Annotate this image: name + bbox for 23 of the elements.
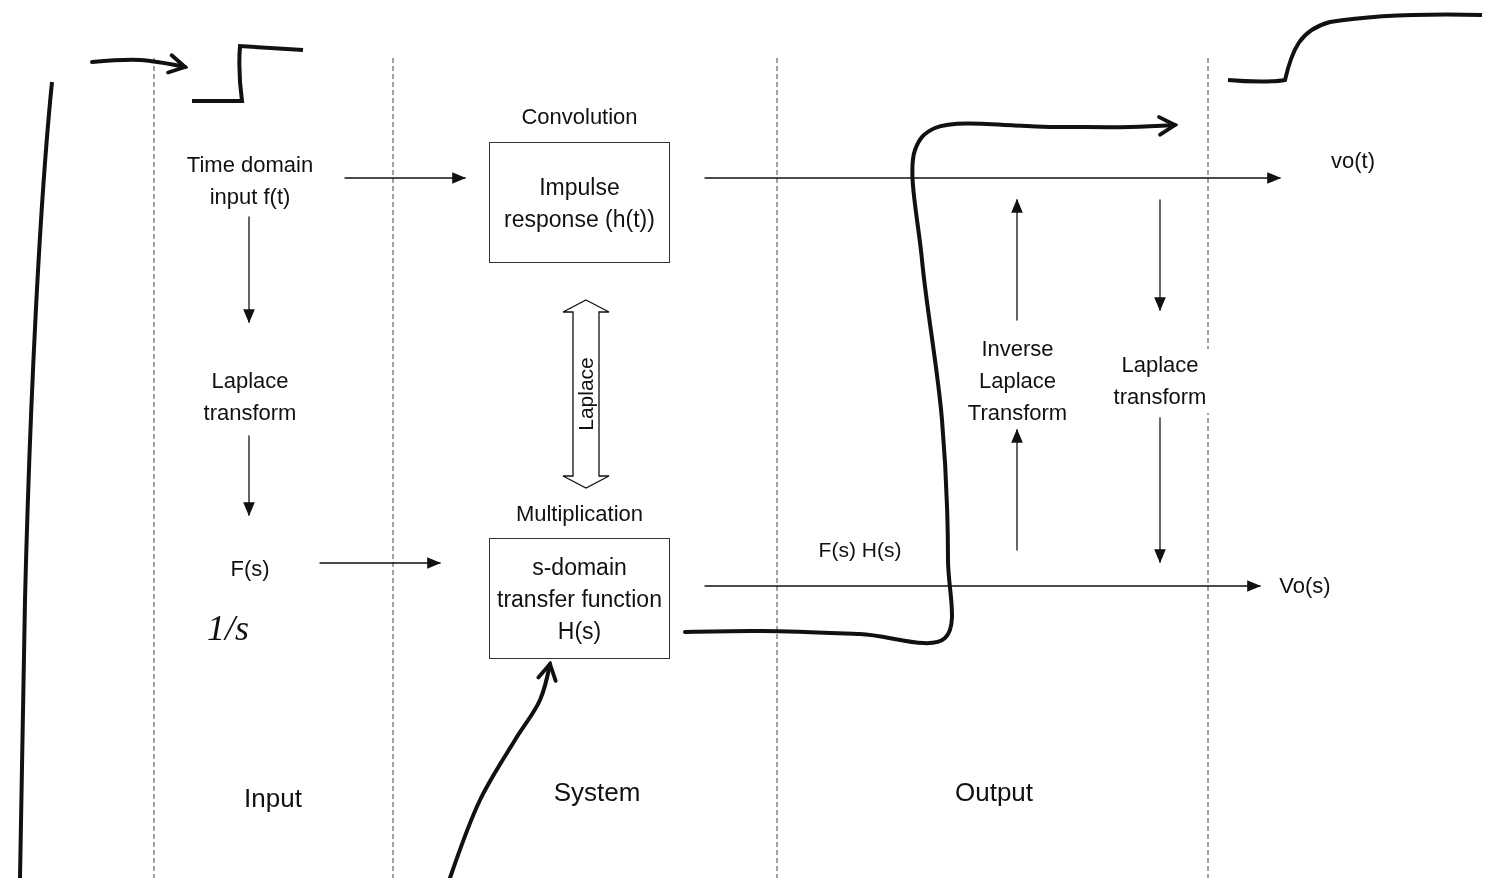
arrow [1011,428,1023,551]
process-box: s-domain transfer function H(s) [489,538,670,659]
arrow [319,557,442,569]
column-heading: Input [244,782,302,814]
handwritten-arrow [683,115,1177,646]
arrow [243,435,255,517]
handwritten-arrow [448,662,558,878]
arrow [1154,417,1166,564]
arrow [344,172,467,184]
handwritten-arrow [90,53,187,75]
double-arrow [562,299,610,489]
process-box: Impulse response (h(t)) [489,142,670,263]
arrow [704,580,1262,592]
edge-label: Laplace [573,357,598,431]
arrow [704,172,1282,184]
block-heading: Multiplication [514,500,645,528]
handwritten-note: 1/s [207,612,249,644]
column-heading: Output [954,776,1034,808]
arrow [1154,199,1166,312]
block-heading: Convolution [520,103,639,131]
arrow [243,216,255,324]
column-heading: System [553,776,641,808]
arrow [1011,198,1023,321]
